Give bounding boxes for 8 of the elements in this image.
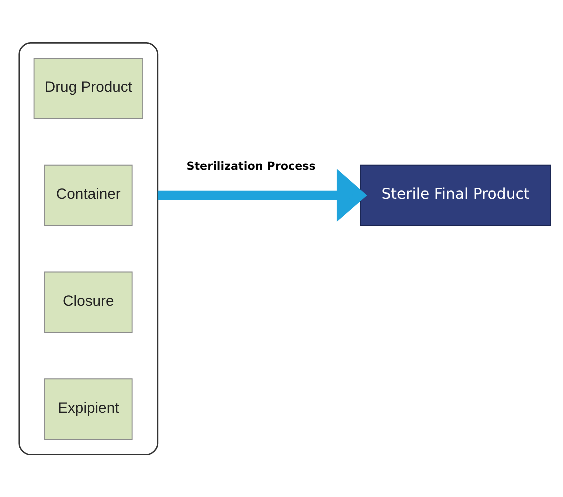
- node-box: Sterile Final Product: [360, 164, 552, 226]
- node-box: Container: [44, 164, 133, 226]
- arrow: [158, 168, 368, 222]
- node-box: Expipient: [44, 378, 133, 440]
- node-box: Drug Product: [34, 58, 144, 119]
- cluster: [18, 42, 159, 456]
- edge-label: Sterilization Process: [186, 160, 316, 173]
- node-box: Closure: [44, 271, 133, 333]
